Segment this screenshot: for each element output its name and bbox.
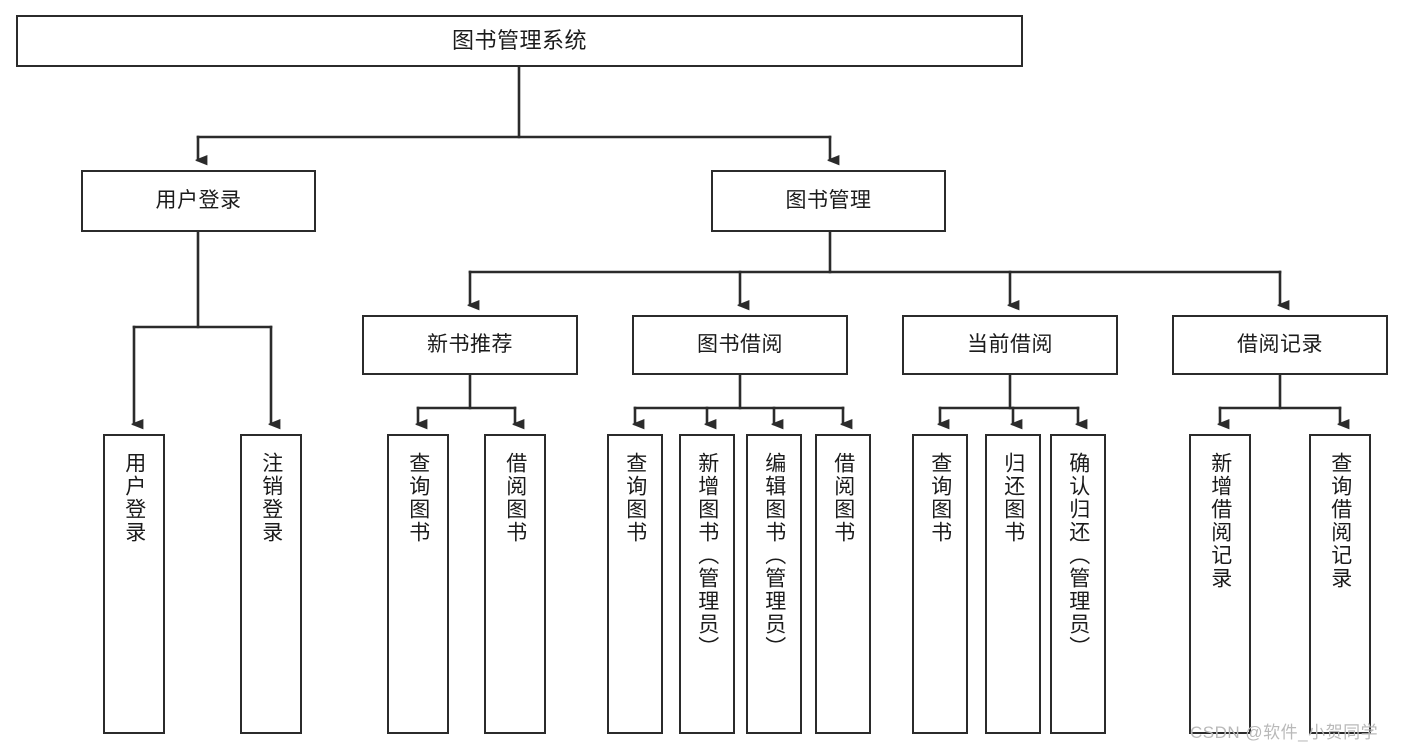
node-label: 用户登录: [155, 188, 242, 212]
node-leaf-add-book[interactable]: 新增图书（管理员）: [679, 434, 735, 734]
node-leaf-borrow-book[interactable]: 借阅图书: [815, 434, 871, 734]
node-current-borrow[interactable]: 当前借阅: [902, 315, 1118, 375]
node-leaf-user-login[interactable]: 用户登录: [103, 434, 165, 734]
node-user-login[interactable]: 用户登录: [81, 170, 316, 232]
node-label: 借阅图书: [831, 452, 855, 544]
node-label: 图书借阅: [697, 332, 783, 356]
node-root-system[interactable]: 图书管理系统: [16, 15, 1023, 67]
node-label: 借阅图书: [503, 452, 527, 544]
node-label: 新书推荐: [427, 332, 513, 356]
node-label: 编辑图书（管理员）: [762, 452, 786, 659]
csdn-watermark: CSDN @软件_小贺同学: [1190, 723, 1379, 742]
node-leaf-edit-book[interactable]: 编辑图书（管理员）: [746, 434, 802, 734]
node-label: 确认归还（管理员）: [1066, 452, 1090, 659]
node-label: 图书管理系统: [451, 28, 587, 54]
node-label: 图书管理: [785, 188, 872, 212]
node-leaf-query-book-borrow[interactable]: 查询图书: [607, 434, 663, 734]
node-leaf-confirm-return[interactable]: 确认归还（管理员）: [1050, 434, 1106, 734]
node-leaf-borrow-book-recommend[interactable]: 借阅图书: [484, 434, 546, 734]
node-label: 新增图书（管理员）: [695, 452, 719, 659]
node-leaf-query-borrow-record[interactable]: 查询借阅记录: [1309, 434, 1371, 734]
node-leaf-return-book[interactable]: 归还图书: [985, 434, 1041, 734]
node-leaf-query-book-current[interactable]: 查询图书: [912, 434, 968, 734]
node-label: 当前借阅: [967, 332, 1053, 356]
node-label: 查询图书: [623, 452, 647, 544]
node-label: 新增借阅记录: [1208, 452, 1232, 590]
node-leaf-query-book-recommend[interactable]: 查询图书: [387, 434, 449, 734]
node-book-management[interactable]: 图书管理: [711, 170, 946, 232]
node-label: 查询图书: [928, 452, 952, 544]
node-borrow-record[interactable]: 借阅记录: [1172, 315, 1388, 375]
node-leaf-add-borrow-record[interactable]: 新增借阅记录: [1189, 434, 1251, 734]
node-label: 注销登录: [259, 452, 283, 544]
node-label: 查询图书: [406, 452, 430, 544]
node-label: 查询借阅记录: [1328, 452, 1352, 590]
node-label: 归还图书: [1001, 452, 1025, 544]
node-label: 用户登录: [122, 452, 146, 544]
node-leaf-logout-login[interactable]: 注销登录: [240, 434, 302, 734]
node-label: 借阅记录: [1237, 332, 1323, 356]
node-book-borrow[interactable]: 图书借阅: [632, 315, 848, 375]
node-new-book-recommend[interactable]: 新书推荐: [362, 315, 578, 375]
